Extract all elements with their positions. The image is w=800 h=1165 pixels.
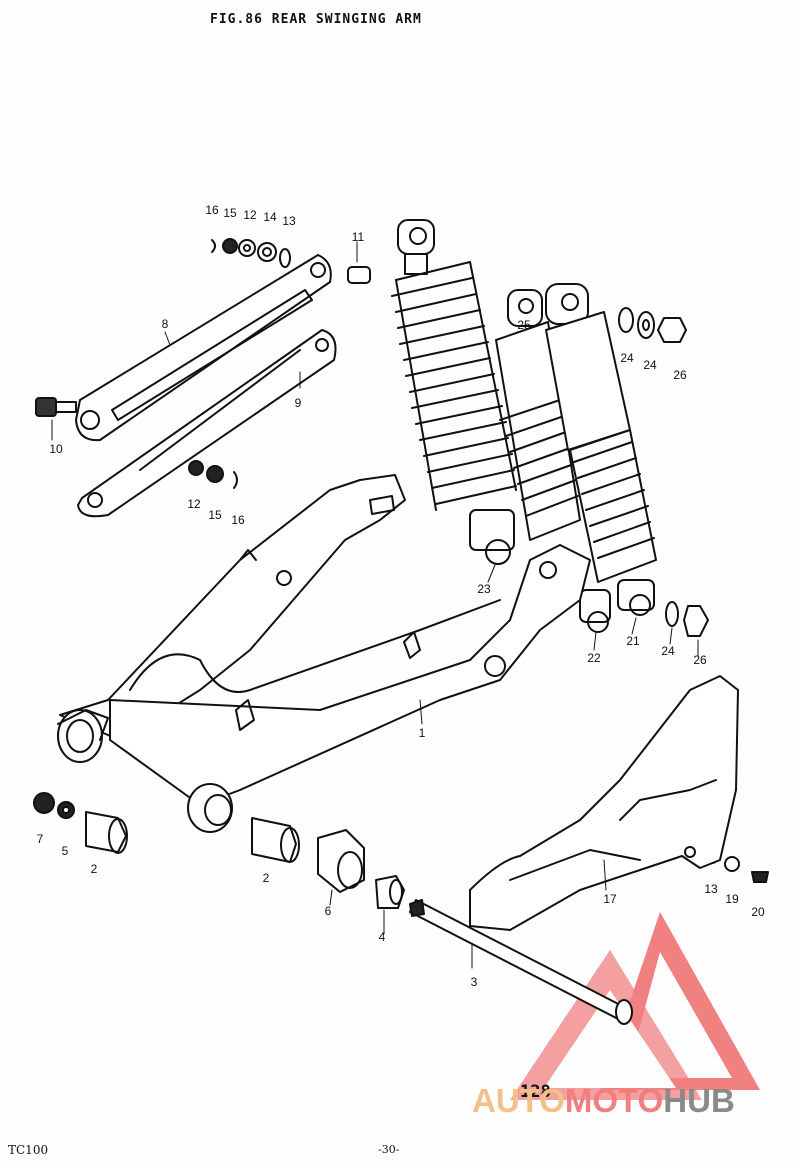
shock-absorber-left	[391, 219, 517, 565]
callout-15-lower: 15	[208, 508, 222, 522]
hardware-top-left	[35, 238, 371, 489]
callout-14: 14	[263, 210, 277, 224]
callout-6: 6	[324, 904, 332, 918]
callout-24-a: 24	[620, 351, 634, 365]
torque-link-8	[75, 254, 332, 442]
callout-9: 9	[294, 396, 302, 410]
callout-13: 13	[282, 214, 296, 228]
callout-2-left: 2	[90, 862, 98, 876]
callout-13-lower: 13	[704, 882, 718, 896]
callout-24-b: 24	[643, 358, 657, 372]
watermark-logo	[510, 912, 760, 1100]
callout-4: 4	[378, 930, 386, 944]
pivot-axle	[409, 899, 633, 1025]
watermark-part-hub: HUB	[663, 1082, 735, 1119]
callout-24-lower: 24	[661, 644, 675, 658]
callout-17: 17	[603, 892, 617, 906]
callout-20: 20	[751, 905, 765, 919]
callout-8: 8	[161, 317, 169, 331]
torque-link-9	[77, 329, 337, 518]
callout-16: 16	[205, 203, 219, 217]
callout-23: 23	[477, 582, 491, 596]
callout-25: 25	[517, 318, 531, 332]
chain-case	[469, 675, 739, 931]
callout-10: 10	[49, 442, 63, 456]
callout-1: 1	[418, 726, 426, 740]
callout-12: 12	[243, 208, 257, 222]
callout-2-right: 2	[262, 871, 270, 885]
model-label: TC100	[8, 1143, 49, 1157]
callout-3: 3	[470, 975, 478, 989]
figure-title: FIG.86 REAR SWINGING ARM	[210, 12, 422, 27]
callout-12-lower: 12	[187, 497, 201, 511]
page-number: -30-	[378, 1143, 400, 1156]
callout-26-top: 26	[673, 368, 687, 382]
callout-19: 19	[725, 892, 739, 906]
callout-5: 5	[61, 844, 69, 858]
callout-26-lower: 26	[693, 653, 707, 667]
shock-absorber-middle	[495, 289, 581, 541]
callout-7: 7	[36, 832, 44, 846]
callout-22: 22	[587, 651, 601, 665]
shock-absorber-right	[545, 283, 657, 633]
callout-21: 21	[626, 634, 640, 648]
watermark-part-moto: MOTO	[564, 1082, 664, 1119]
watermark-text: AUTOMOTOHUB	[472, 1082, 735, 1120]
callout-11: 11	[351, 230, 365, 244]
leader-lines	[51, 241, 699, 969]
watermark-part-auto: AUTO	[472, 1082, 565, 1119]
callout-15: 15	[223, 206, 237, 220]
inner-page-number: 128	[520, 1082, 551, 1102]
swinging-arm	[57, 474, 591, 833]
callout-16-lower: 16	[231, 513, 245, 527]
pivot-hardware	[33, 792, 405, 909]
